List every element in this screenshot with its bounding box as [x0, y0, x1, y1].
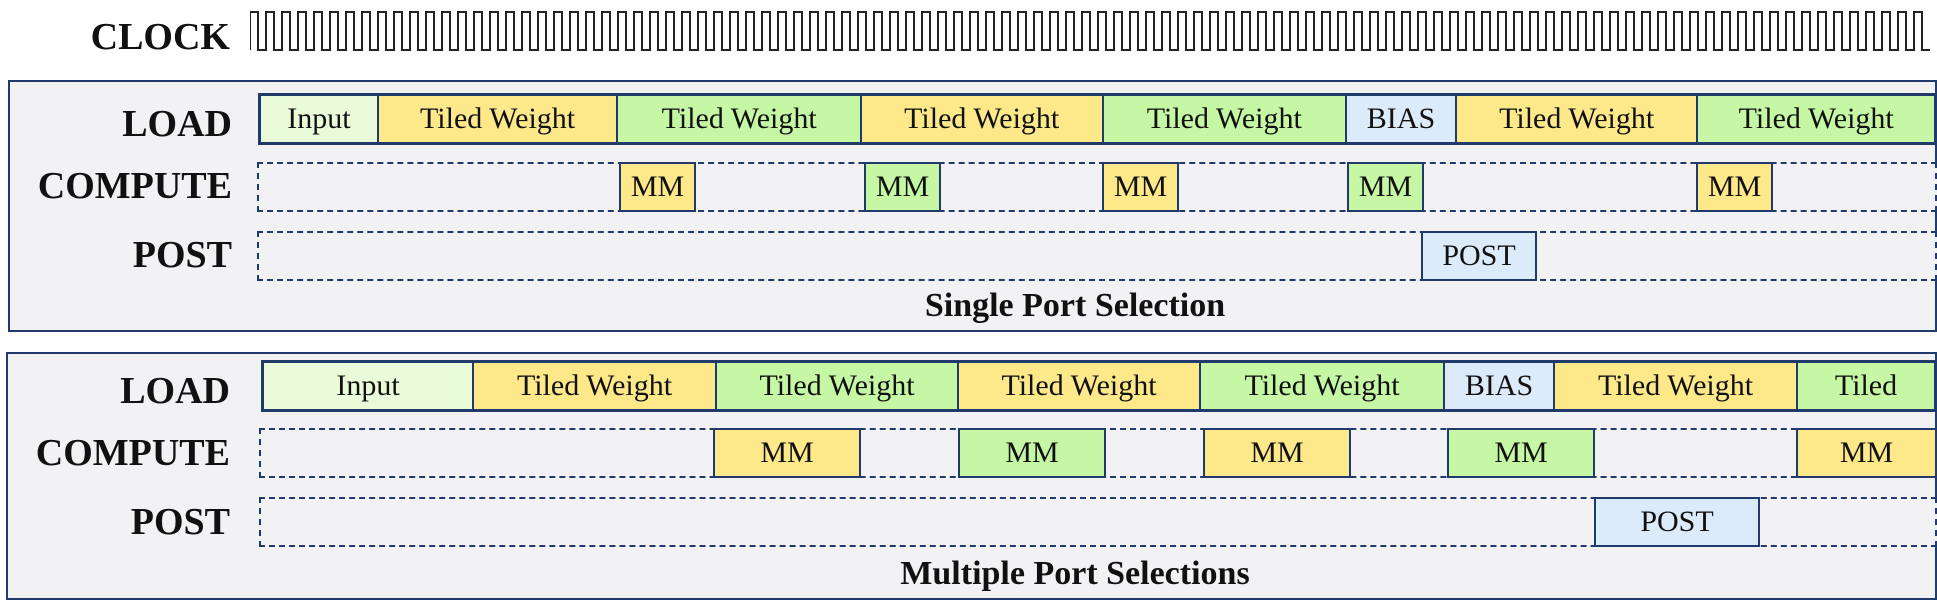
clock-waveform	[250, 11, 1930, 51]
post-block: POST	[1421, 231, 1537, 281]
load-block-tiled-weight: Tiled Weight	[717, 363, 959, 409]
load-block-tiled-weight: Tiled Weight	[1103, 96, 1348, 142]
load-block-tiled-weight: Tiled Weight	[1456, 96, 1699, 142]
load-block-tiled-weight: Tiled Weight	[959, 363, 1201, 409]
post-lane	[257, 231, 1937, 281]
panel-caption: Multiple Port Selections	[900, 555, 1250, 592]
compute-block-mm: MM	[1347, 162, 1424, 212]
compute-block-mm: MM	[1102, 162, 1179, 212]
load-block-bias: BIAS	[1445, 363, 1555, 409]
compute-block-mm: MM	[713, 428, 861, 478]
compute-block-mm: MM	[864, 162, 941, 212]
load-block-input: Input	[261, 96, 379, 142]
panel-caption: Single Port Selection	[924, 287, 1226, 324]
load-block-tiled-weight: Tiled Weight	[861, 96, 1104, 142]
compute-label: COMPUTE	[37, 165, 232, 207]
compute-block-mm: MM	[958, 428, 1106, 478]
load-block-tiled-weight: Tiled Weight	[1698, 96, 1935, 142]
post-block: POST	[1594, 497, 1760, 547]
load-block-tiled-weight: Tiled Weight	[1555, 363, 1798, 409]
load-lane: Input Tiled Weight Tiled Weight Tiled We…	[258, 93, 1937, 145]
compute-lane	[257, 162, 1937, 212]
load-lane: Input Tiled Weight Tiled Weight Tiled We…	[261, 360, 1937, 412]
compute-block-mm: MM	[1796, 428, 1937, 478]
load-block-tiled-weight: Tiled Weight	[378, 96, 619, 142]
compute-block-mm: MM	[619, 162, 696, 212]
post-label: POST	[132, 234, 232, 276]
compute-label: COMPUTE	[35, 432, 230, 474]
post-label: POST	[130, 501, 230, 543]
load-block-bias: BIAS	[1347, 96, 1457, 142]
load-block-tiled: Tiled	[1798, 363, 1934, 409]
compute-block-mm: MM	[1203, 428, 1351, 478]
clock-label: CLOCK	[90, 16, 230, 58]
load-block-tiled-weight: Tiled Weight	[474, 363, 717, 409]
compute-block-mm: MM	[1447, 428, 1595, 478]
load-block-tiled-weight: Tiled Weight	[1201, 363, 1445, 409]
load-block-input: Input	[264, 363, 474, 409]
load-label: LOAD	[120, 370, 230, 412]
load-block-tiled-weight: Tiled Weight	[618, 96, 862, 142]
load-label: LOAD	[122, 103, 232, 145]
compute-block-mm: MM	[1696, 162, 1773, 212]
